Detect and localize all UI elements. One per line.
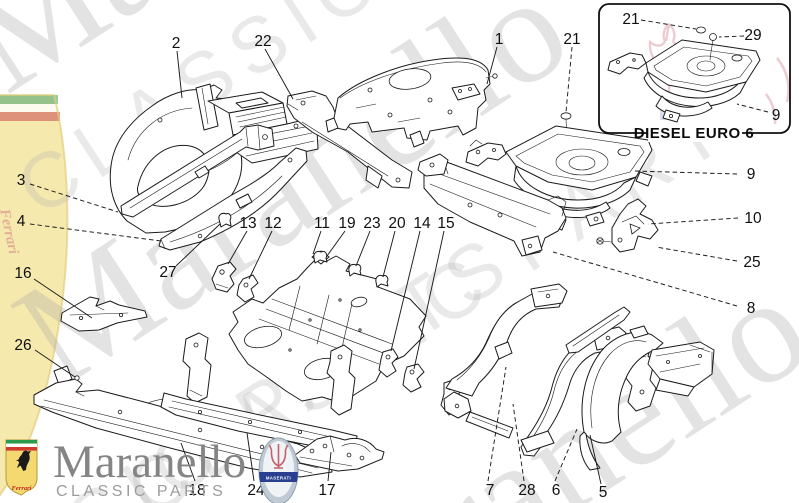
callout-16: 16 [14,265,31,282]
callout-10: 10 [744,210,762,227]
part-wheelhouse-assembly-5 [579,325,715,471]
inset-diesel-euro6: DIESEL EURO 6 21 29 9 [598,3,791,142]
part-retaining-clip-20 [375,274,389,288]
part-retaining-clip-27 [218,212,232,228]
inset-part-floor-pan [607,26,761,123]
part-frame-crossmember-8 [417,153,567,257]
parts-layer [33,57,715,478]
callout-6: 6 [552,482,561,499]
callout-28: 28 [518,482,535,499]
part-rail-7 [443,283,568,439]
inset-caption-plate [648,124,742,142]
part-mounting-bracket-10 [596,198,659,253]
callout-23: 23 [363,215,380,232]
maserati-oval-logo: MASERATI [258,437,299,503]
inset-callout-9: 9 [772,107,781,124]
part-bracket-12 [236,274,259,303]
callout-8: 8 [747,300,756,317]
callout-4: 4 [17,213,26,230]
callout-9: 9 [747,166,756,183]
callout-5: 5 [599,484,608,501]
callout-20: 20 [388,215,406,232]
callout-14: 14 [413,215,431,232]
callout-22: 22 [254,33,271,50]
callout-18: 18 [188,482,205,499]
inset-callout-21: 21 [622,11,639,28]
part-bracket-14 [378,348,399,378]
inset-leader-29 [718,35,745,38]
part-bracket-13 [211,261,237,293]
part-inner-sill-rails [120,124,308,251]
part-retaining-clip-23 [348,263,362,277]
callout-24: 24 [247,482,265,499]
callout-27: 27 [159,264,176,281]
callout-15: 15 [437,215,454,232]
maserati-label: MASERATI [266,476,291,481]
inset-leader-21 [640,19,697,30]
part-rear-shelf-1 [325,57,498,148]
callout-1: 1 [495,31,504,48]
leader-lines [29,46,739,485]
part-retaining-clip-19 [313,250,328,264]
brand-wordmark: Maranello [53,436,246,488]
footer-branding: Ferrari Maranello CLASSIC PARTS MASERATI [5,436,299,503]
ferrari-label: Ferrari [12,485,32,492]
brand-tagline: CLASSIC PARTS [56,483,226,500]
callout-12: 12 [264,215,281,232]
callout-21: 21 [563,31,580,48]
callout-labels: 2 22 1 21 3 4 16 26 27 13 12 11 19 23 20… [14,31,762,501]
part-sill-support-16 [60,296,148,332]
callout-19: 19 [338,215,355,232]
part-bracket-15 [402,363,425,393]
callout-25: 25 [743,254,760,271]
inset-callout-29: 29 [744,27,761,44]
callout-7: 7 [486,482,495,499]
callout-11: 11 [314,215,330,232]
part-crossmember-24 [160,332,358,452]
callout-2: 2 [172,35,181,52]
callout-13: 13 [239,215,256,232]
callout-3: 3 [17,172,26,189]
ferrari-shield-logo: Ferrari [5,439,38,496]
part-rear-crossmember-22 [286,90,413,189]
trident-icon [268,444,289,469]
prancing-horse-icon [16,450,31,471]
inset-caption: DIESEL EURO 6 [634,125,754,142]
callout-26: 26 [14,337,31,354]
callout-17: 17 [318,482,335,499]
part-bracket-17 [294,435,385,472]
inset-leader-9 [736,103,769,113]
